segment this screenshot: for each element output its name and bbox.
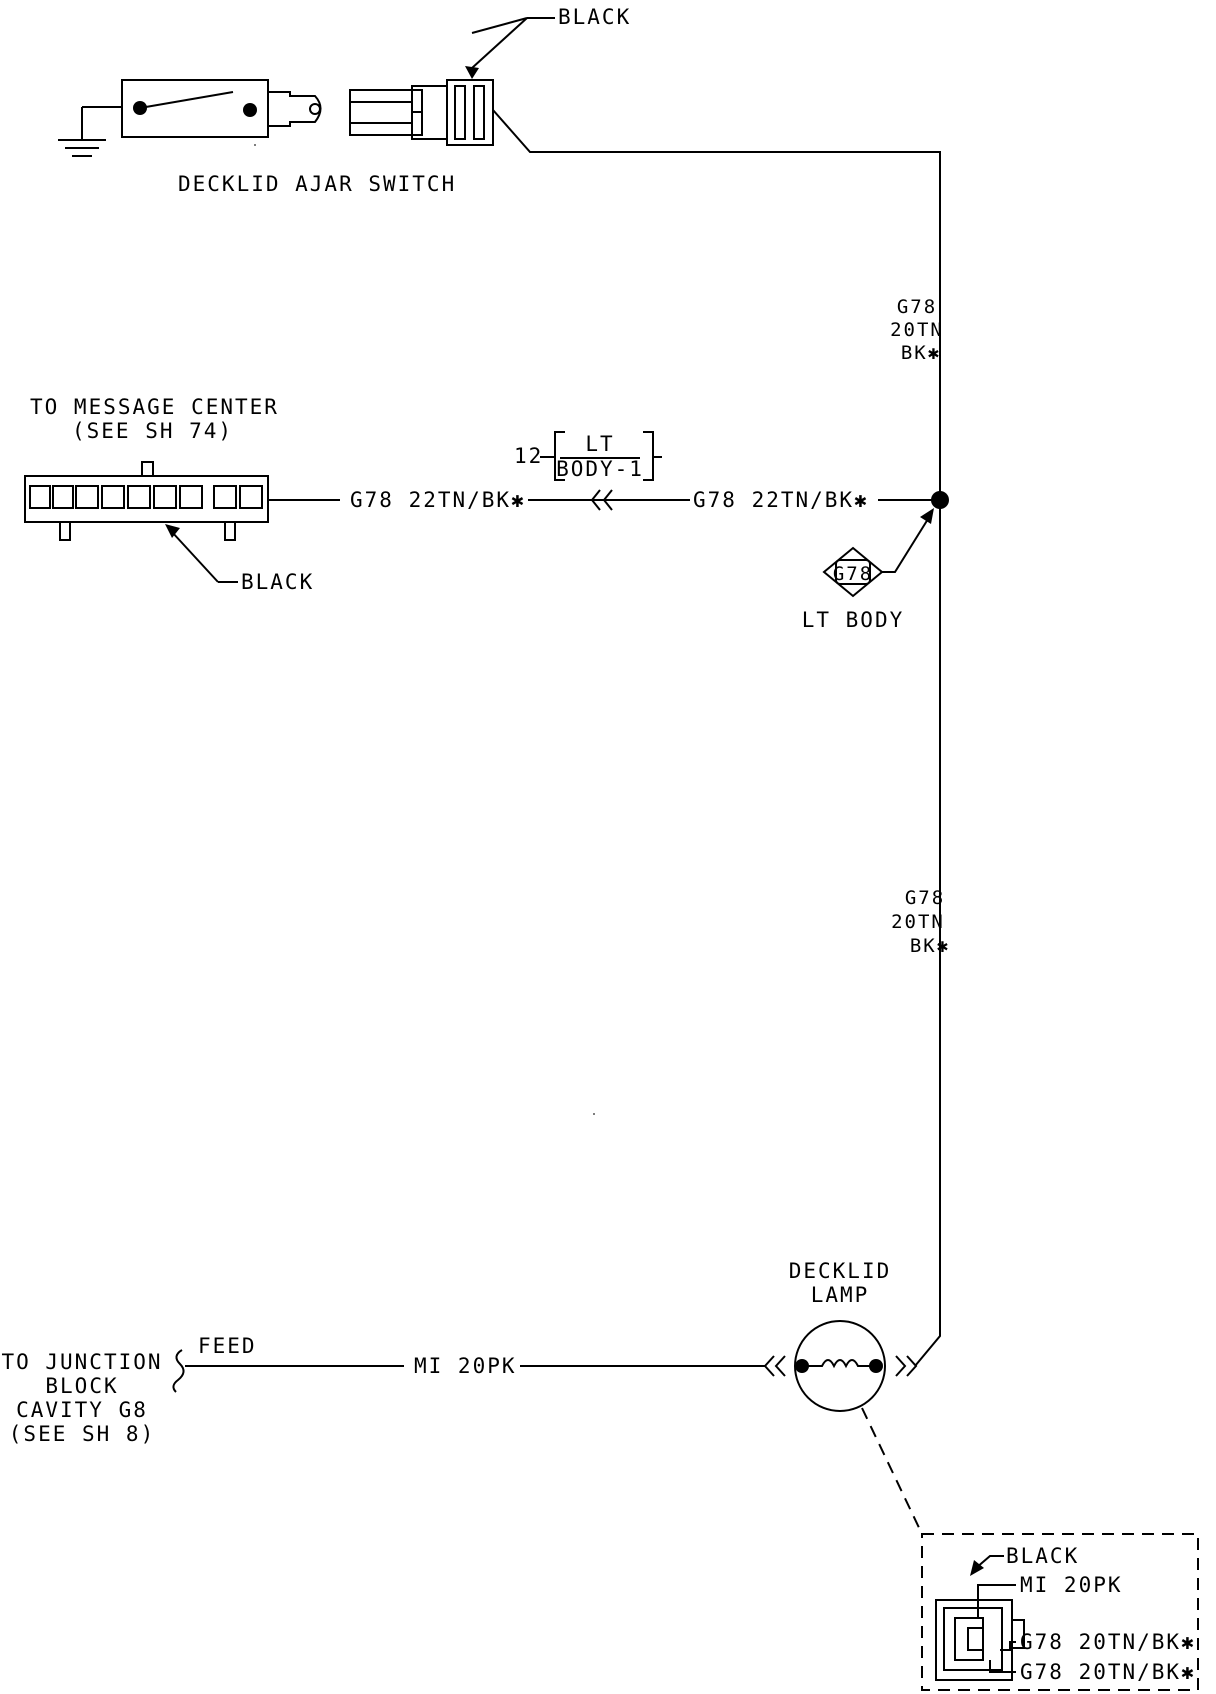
- inline-connector-icon: [763, 1355, 918, 1377]
- detail-pin-label: MI 20PK: [1020, 1573, 1123, 1597]
- wire-label: BK✱: [901, 342, 941, 364]
- message-center-connector-color: BLACK: [241, 570, 314, 594]
- message-center-label: TO MESSAGE CENTER: [30, 395, 279, 419]
- wire-label: BK✱: [910, 935, 950, 957]
- wire-label: G78 22TN/BK✱: [693, 488, 869, 512]
- inline-connector-icon: [590, 489, 613, 511]
- feed-label: FEED: [198, 1334, 257, 1358]
- detail-pin-label: G78 20TN/BK✱: [1020, 1660, 1196, 1684]
- detail-leader: [861, 1407, 923, 1535]
- switch-contact-icon: [243, 103, 257, 117]
- message-center-ref: (SEE SH 74): [72, 419, 233, 443]
- pin-leader: [989, 1660, 1016, 1673]
- splice-location: LT BODY: [802, 608, 905, 632]
- lamp-connector-detail: [935, 1599, 1025, 1681]
- leader-line: [171, 531, 219, 583]
- connector-break-icon: [172, 1349, 185, 1393]
- connector-detail-box: [921, 1533, 1199, 1691]
- wire-label: MI 20PK: [414, 1354, 517, 1378]
- arrow-icon: [970, 1560, 984, 1576]
- lamp-label: LAMP: [811, 1283, 870, 1307]
- switch-connector: [349, 79, 494, 146]
- junction-ref: (SEE SH 8): [9, 1422, 155, 1446]
- pin-leader: [1000, 1641, 1016, 1651]
- message-center-connector: [24, 461, 269, 541]
- connector-pin: 12: [514, 444, 543, 468]
- connector-name: BODY-1: [556, 457, 644, 481]
- switch-label: DECKLID AJAR SWITCH: [178, 172, 456, 196]
- junction-label: TO JUNCTION: [1, 1350, 162, 1374]
- arrow-icon: [465, 66, 479, 79]
- arrow-icon: [165, 524, 180, 538]
- junction-label: CAVITY G8: [16, 1398, 148, 1422]
- wire-label: 20TN: [891, 911, 945, 933]
- junction-label: BLOCK: [45, 1374, 118, 1398]
- detail-pin-label: G78 20TN/BK✱: [1020, 1630, 1196, 1654]
- wire-label: G78: [905, 887, 945, 909]
- switch-body: [121, 79, 269, 138]
- decklid-ajar-switch: DECKLID AJAR SWITCH: [58, 79, 456, 196]
- wire-label: 20TN: [890, 319, 944, 341]
- decklid-lamp: [794, 1320, 886, 1412]
- wire-label: G78: [897, 296, 937, 318]
- wire-switch-to-splice: [492, 109, 941, 500]
- switch-arm: [139, 91, 234, 109]
- scan-speck: [254, 144, 256, 146]
- pin-leader: [977, 1584, 1016, 1618]
- switch-connector-color: BLACK: [558, 5, 631, 29]
- wire-splice-to-lamp: [914, 500, 941, 1367]
- connector-name: LT: [585, 432, 614, 456]
- filament-icon: [802, 1359, 876, 1369]
- ground-icon: [58, 106, 122, 157]
- leader-line: [975, 1555, 1004, 1569]
- switch-terminal: [268, 91, 322, 127]
- lamp-label: DECKLID: [789, 1259, 892, 1283]
- terminal-hole-icon: [309, 103, 321, 115]
- wire-label: G78 22TN/BK✱: [350, 488, 526, 512]
- splice-id: G78: [833, 563, 873, 585]
- splice-marker: G78: [822, 508, 934, 598]
- leader-line: [471, 17, 528, 34]
- arrow-icon: [920, 508, 934, 524]
- detail-color: BLACK: [1006, 1544, 1079, 1568]
- scan-speck: [593, 1113, 595, 1115]
